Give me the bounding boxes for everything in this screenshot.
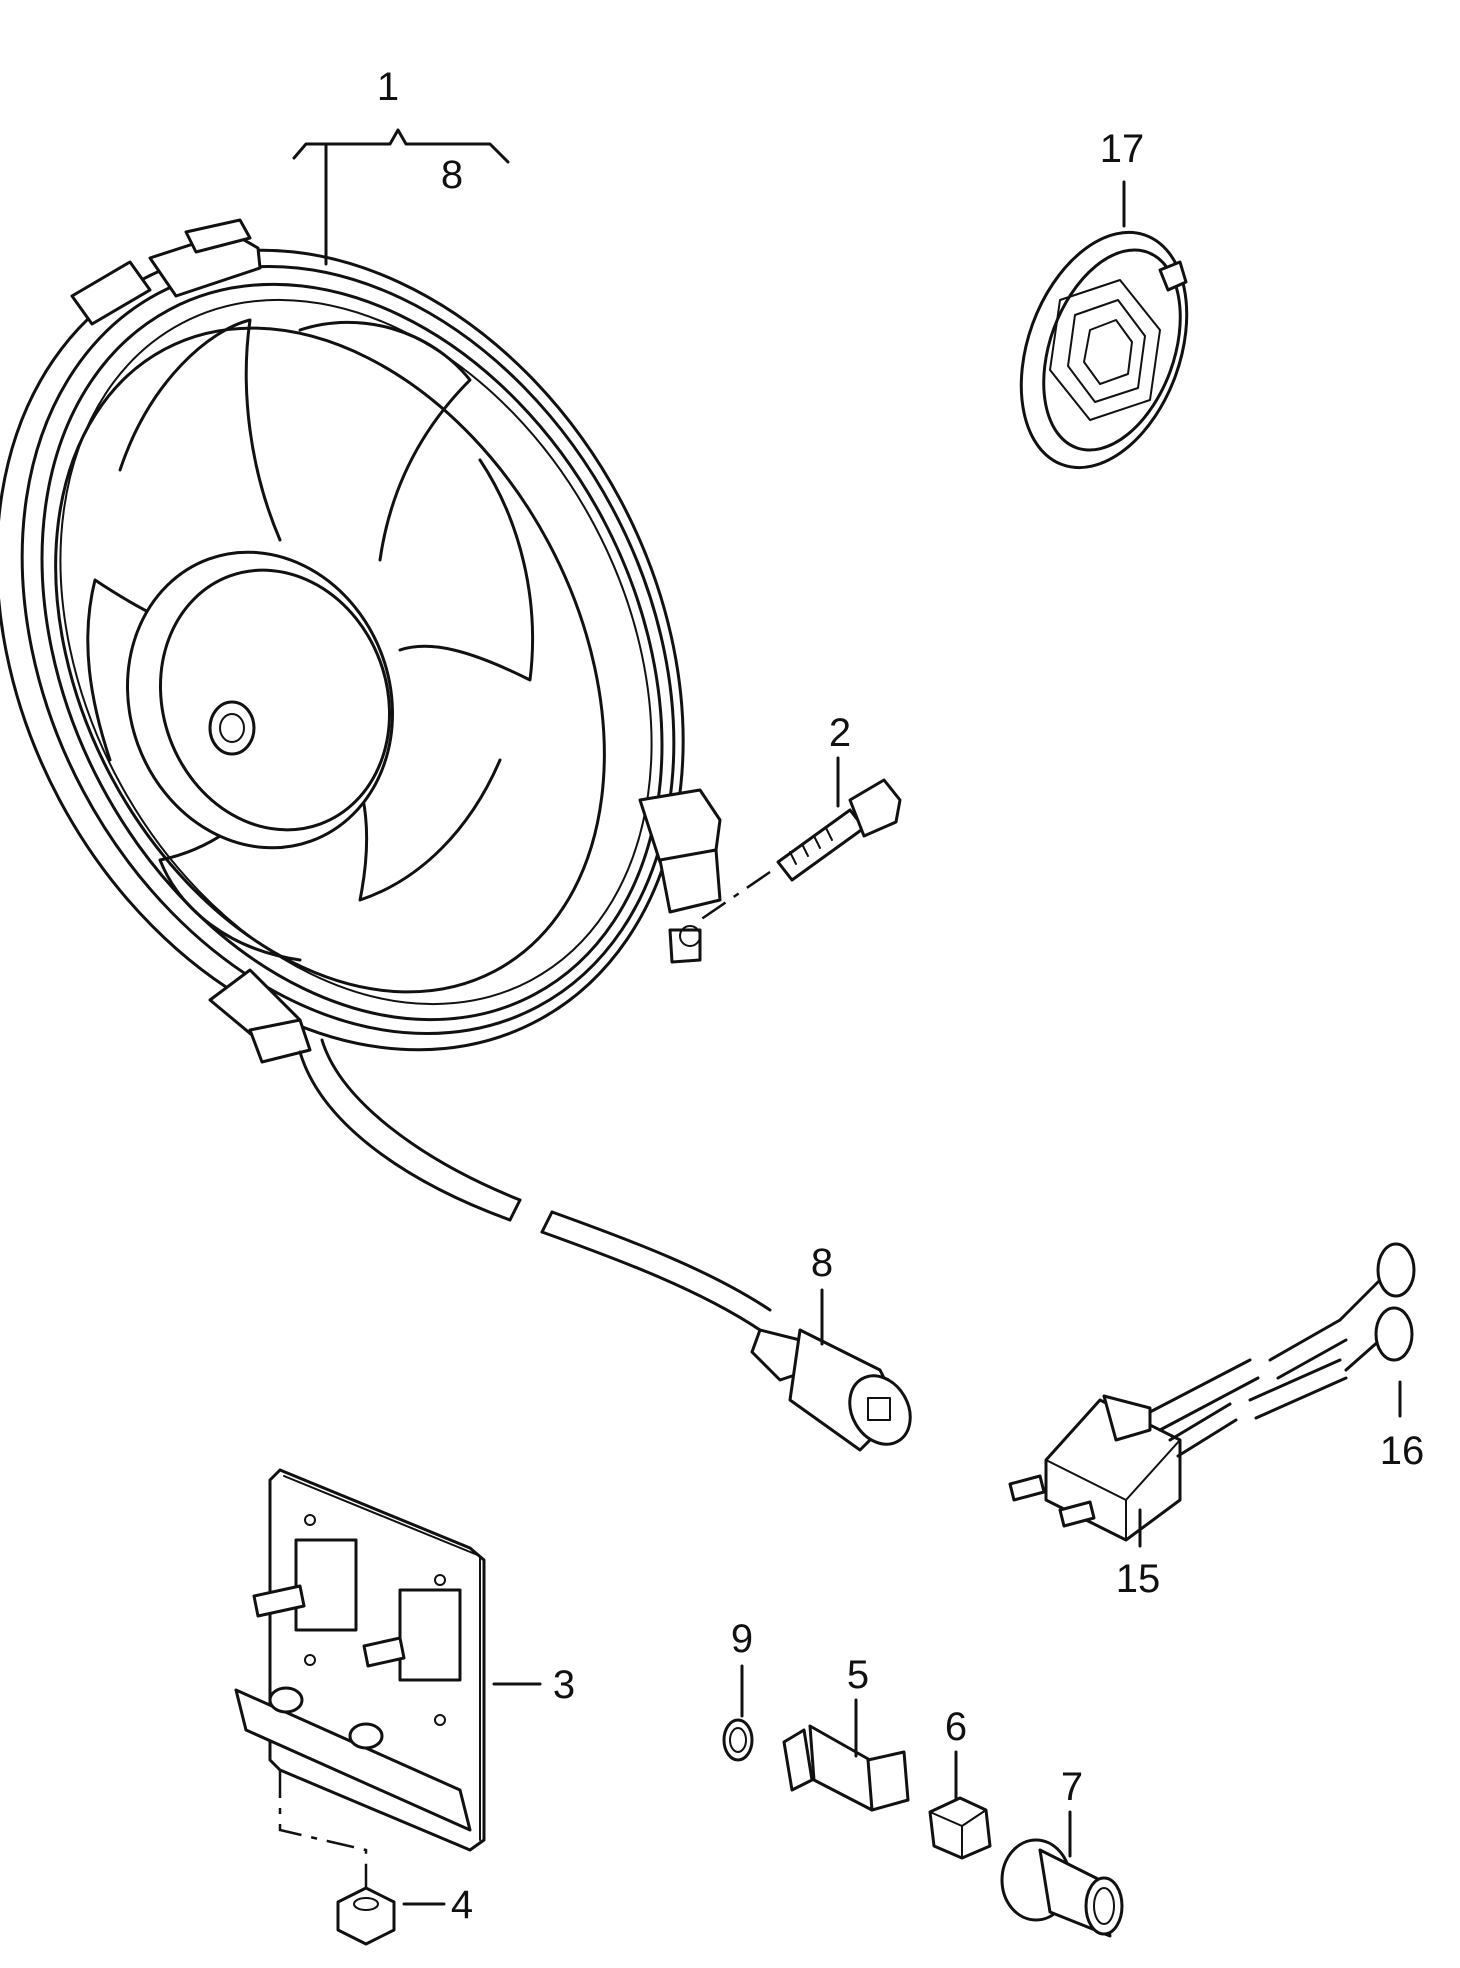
part-4-nut <box>336 1886 396 1946</box>
part-2-bolt <box>699 778 902 922</box>
callout-16: 16 <box>1380 1429 1425 1473</box>
radiator-fan-assembly <box>0 218 912 1452</box>
callout-5: 5 <box>847 1653 869 1697</box>
leader-lines <box>292 128 1402 1906</box>
part-5-thermo-switch <box>782 1724 910 1812</box>
part-7-connector-housing <box>1000 1838 1124 1938</box>
callout-1: 1 <box>377 65 399 109</box>
callout-8-top: 8 <box>441 153 463 197</box>
part-16-wiring-leads <box>1148 1242 1416 1458</box>
part-17-fan-cover <box>1019 230 1189 470</box>
part-3-series-resistor <box>234 1468 486 1900</box>
callout-8-connector: 8 <box>811 1241 833 1285</box>
callout-9: 9 <box>731 1617 753 1661</box>
callout-7: 7 <box>1061 1765 1083 1809</box>
callout-4: 4 <box>451 1883 473 1927</box>
callout-labels: 1 8 17 2 8 16 15 3 9 5 6 7 4 <box>377 65 1424 1927</box>
part-6-connector <box>928 1796 992 1860</box>
callout-3: 3 <box>553 1663 575 1707</box>
callout-17: 17 <box>1100 127 1145 171</box>
callout-15: 15 <box>1116 1557 1161 1601</box>
part-15-switch <box>1008 1394 1182 1542</box>
callout-2: 2 <box>829 711 851 755</box>
part-9-seal-ring <box>722 1718 754 1762</box>
callout-6: 6 <box>945 1705 967 1749</box>
